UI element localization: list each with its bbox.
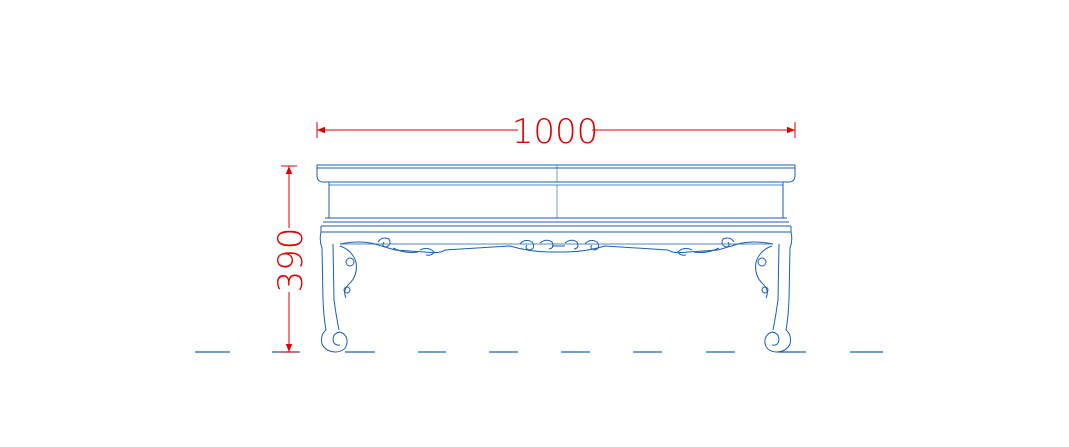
height-dimension-label: 390 xyxy=(271,228,311,293)
table-apron xyxy=(320,226,792,254)
apron-carving-center xyxy=(519,239,600,251)
apron-carving-left xyxy=(377,237,435,256)
table-waist xyxy=(321,182,791,227)
width-dimension xyxy=(316,122,796,138)
width-dimension-label: 1000 xyxy=(512,112,599,152)
table-elevation xyxy=(316,164,796,353)
height-dimension xyxy=(281,165,297,353)
right-leg xyxy=(755,231,793,353)
table-top xyxy=(316,164,796,183)
left-leg xyxy=(319,231,357,353)
apron-carving-right xyxy=(677,237,735,256)
